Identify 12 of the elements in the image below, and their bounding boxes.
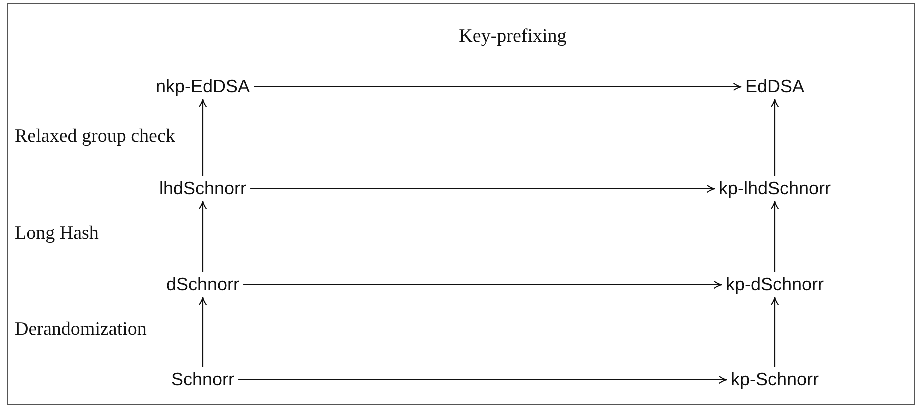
scheme-name: nkp-EdDSA bbox=[156, 76, 250, 98]
scheme-name: lhdSchnorr bbox=[159, 178, 247, 200]
row-label: Long Hash bbox=[15, 223, 99, 245]
scheme-name: dSchnorr bbox=[166, 274, 240, 296]
scheme-name: kp-Schnorr bbox=[730, 370, 820, 390]
scheme-name: Schnorr bbox=[171, 370, 235, 390]
column-heading: Key-prefixing bbox=[459, 26, 567, 48]
row-label: Derandomization bbox=[15, 319, 147, 341]
scheme-name: kp-lhdSchnorr bbox=[718, 178, 832, 200]
row-label: Relaxed group check bbox=[15, 126, 176, 148]
scheme-name: kp-dSchnorr bbox=[726, 274, 824, 296]
scheme-name: EdDSA bbox=[745, 76, 805, 98]
